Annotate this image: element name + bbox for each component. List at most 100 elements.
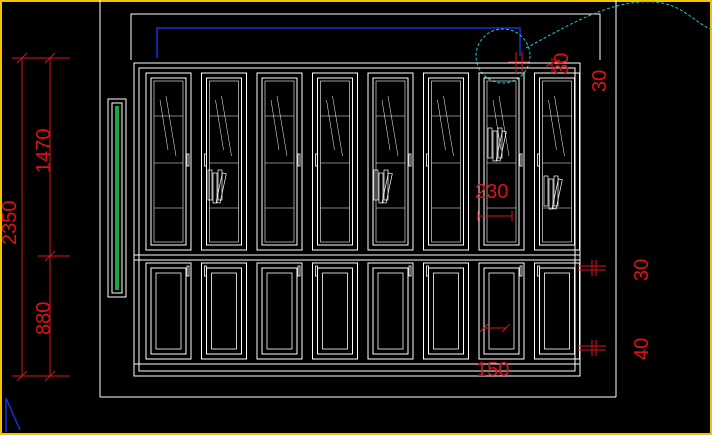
upper-door-frame: [256, 72, 303, 251]
green-panel: [115, 106, 119, 290]
upper-door-glass-inner: [431, 80, 461, 243]
upper-door-glass-inner: [542, 80, 572, 243]
upper-glass-doors: [145, 72, 580, 251]
dim-top-trim-b: 30: [589, 70, 611, 92]
dim-tick-1: [44, 52, 56, 64]
upper-door-frame: [423, 72, 469, 251]
book: [378, 172, 384, 204]
lower-door-raised-panel: [322, 272, 348, 350]
upper-door-frame: [534, 72, 580, 251]
book: [543, 175, 549, 207]
upper-door-glass: [483, 77, 520, 246]
book: [548, 178, 554, 210]
upper-door-frame: [201, 72, 247, 251]
door-handle: [537, 153, 540, 167]
door-handle: [204, 265, 207, 277]
cabinet-frame: [133, 62, 581, 377]
glass-reflection: [221, 95, 232, 157]
door-width-b-tick-l: [479, 323, 489, 333]
glass-reflection: [165, 95, 177, 157]
upper-door-frame: [367, 72, 414, 251]
room-outline: [99, 0, 617, 398]
book: [497, 127, 503, 159]
lower-door-frame: [534, 262, 580, 360]
book: [383, 169, 389, 201]
upper-door-glass-inner: [486, 80, 517, 243]
dimension-lines: [12, 52, 606, 382]
book: [212, 172, 218, 204]
glass-reflection: [492, 99, 502, 151]
glass-reflection: [437, 99, 446, 151]
side-panel: [107, 98, 127, 298]
door-handle: [519, 153, 523, 167]
dim-tick-5: [16, 370, 28, 382]
upper-door-frame: [145, 72, 192, 251]
door-handle: [519, 265, 523, 277]
dim-door-width: 230: [475, 181, 508, 203]
side-post-inner: [111, 102, 123, 294]
side-post-outer: [107, 98, 127, 298]
upper-door-glass: [372, 77, 409, 246]
upper-door-glass: [261, 77, 298, 246]
door-handle: [297, 265, 301, 277]
detail-circle: [475, 28, 531, 84]
glass-reflection: [215, 99, 224, 151]
glass-reflection: [548, 99, 557, 151]
glass-reflection: [332, 95, 343, 157]
upper-door-glass: [206, 77, 242, 246]
door-handle: [537, 265, 540, 277]
upper-door-glass-inner: [209, 80, 239, 243]
glass-reflection: [381, 99, 391, 151]
upper-door-glass: [539, 77, 575, 246]
door-handle: [426, 265, 429, 277]
door-handle: [426, 153, 429, 167]
door-handle: [186, 265, 190, 277]
lower-panel-doors: [145, 262, 580, 360]
lower-door-frame: [312, 262, 358, 360]
lower-door-raised-panel: [211, 272, 237, 350]
lower-door-frame: [478, 262, 525, 360]
door-handle: [186, 153, 190, 167]
upper-door-frame: [312, 72, 358, 251]
dim-door-width-b: 150: [476, 359, 509, 381]
blue-ceiling-detail: [156, 27, 521, 58]
lower-door-frame: [423, 262, 469, 360]
dim-lower-height: 880: [33, 302, 55, 335]
dim-total-height: 2350: [0, 201, 21, 246]
dim-tick-3: [44, 370, 56, 382]
lower-door-frame: [367, 262, 414, 360]
upper-door-glass: [428, 77, 464, 246]
book: [373, 169, 379, 201]
lower-door-panel: [372, 267, 409, 355]
upper-door-frame: [478, 72, 525, 251]
dim-upper-height: 1470: [33, 129, 55, 174]
lower-door-panel: [428, 267, 464, 355]
lower-door-raised-panel: [488, 272, 515, 350]
dim-bottom-gap: 40: [631, 338, 653, 360]
upper-door-glass: [317, 77, 353, 246]
book: [492, 130, 498, 162]
upper-door-glass-inner: [320, 80, 350, 243]
book: [217, 169, 223, 201]
lower-door-raised-panel: [544, 272, 570, 350]
cyan-callout: [475, 1, 712, 84]
lower-door-raised-panel: [377, 272, 404, 350]
lower-door-panel: [317, 267, 353, 355]
upper-door-glass-inner: [264, 80, 295, 243]
book: [215, 172, 227, 204]
glass-reflection: [326, 99, 335, 151]
door-width-b-tick-r: [501, 323, 511, 333]
glass-reflection: [270, 99, 280, 151]
lower-door-raised-panel: [433, 272, 459, 350]
lower-door-panel: [206, 267, 242, 355]
upper-door-glass: [150, 77, 187, 246]
soffit-outline: [130, 13, 601, 60]
glass-reflection: [498, 95, 510, 157]
glass-reflection: [276, 95, 288, 157]
book: [553, 175, 559, 207]
door-handle: [204, 153, 207, 167]
lower-door-frame: [145, 262, 192, 360]
glass-reflection: [443, 95, 454, 157]
lower-door-panel: [261, 267, 298, 355]
